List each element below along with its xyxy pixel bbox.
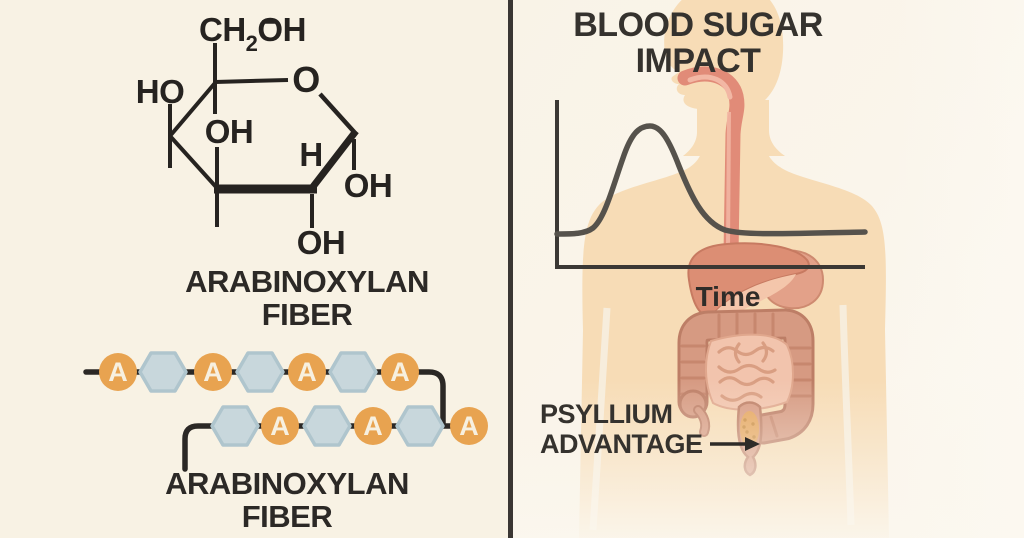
- arabinose-letters: A A A A A A A: [108, 357, 479, 441]
- bond-oxygen-right: [318, 92, 358, 136]
- hydroxyl-right-label: OH: [344, 167, 393, 204]
- arabinose-beads: [99, 353, 488, 445]
- esophagus-inner-line: [726, 111, 731, 249]
- xylose-bead: [302, 405, 352, 447]
- backbone-row2: [182, 423, 472, 472]
- bond-top-edge: [214, 78, 289, 84]
- hydroxyl-bottom-label: OH: [297, 224, 346, 261]
- glucose-curve: [554, 123, 868, 237]
- molecule-caption: ARABINOXYLAN FIBER: [149, 265, 465, 331]
- arabinose-letter: A: [363, 411, 383, 441]
- annotation-line2: ADVANTAGE: [540, 429, 703, 459]
- arabinose-letter: A: [390, 357, 410, 387]
- esophagus-highlight: [687, 74, 733, 100]
- arabinose-letter: A: [459, 411, 479, 441]
- blood-sugar-graph: [554, 100, 868, 269]
- arabinose-bead: [99, 353, 137, 391]
- head-silhouette: [664, 0, 784, 114]
- hydrogen-label: H: [299, 136, 322, 173]
- gallbladder-shading: [715, 274, 796, 316]
- ring-oxygen-label: O: [292, 59, 320, 100]
- bond-bottom-left: [168, 134, 219, 190]
- chain-backbone: [83, 369, 472, 472]
- bond-upper-left: [168, 81, 217, 138]
- arabinose-bead: [381, 353, 419, 391]
- arabinose-bead: [194, 353, 232, 391]
- xylose-bead: [328, 351, 378, 393]
- hydroxyl-left-label: HO: [136, 73, 185, 110]
- polymer-chain-diagram: A A A A A A A: [83, 351, 488, 472]
- title-line2: IMPACT: [635, 42, 761, 80]
- title-line1: BLOOD SUGAR: [573, 6, 823, 44]
- molecule-caption-line2: FIBER: [261, 297, 353, 332]
- arabinose-bead: [261, 407, 299, 445]
- backbone-row1: [83, 369, 446, 429]
- right-fade: [893, 0, 1024, 538]
- arabinose-bead: [354, 407, 392, 445]
- xylose-bead: [210, 405, 260, 447]
- right-panel: BLOOD SUGAR IMPACT Time PSYLLIUM ADVANTA…: [513, 0, 1024, 538]
- arabinose-bead: [450, 407, 488, 445]
- panel-divider: [508, 0, 513, 538]
- xylose-bead: [235, 351, 285, 393]
- xylose-beads: [138, 351, 445, 447]
- blood-sugar-title: BLOOD SUGAR IMPACT: [528, 7, 868, 79]
- arabinose-letter: A: [297, 357, 317, 387]
- left-panel: CH2OH O HO OH H OH OH ARABINOXYLAN FIBER: [0, 0, 508, 538]
- molecule-caption-line1: ARABINOXYLAN: [185, 264, 429, 299]
- bond-front-right-thick: [309, 128, 359, 191]
- xylose-bead: [138, 351, 188, 393]
- annotation-line1: PSYLLIUM: [540, 399, 673, 429]
- xylose-bead: [395, 405, 445, 447]
- formula-ch2oh: CH2OH: [199, 11, 306, 56]
- chain-caption: ARABINOXYLAN FIBER: [129, 467, 445, 533]
- time-axis-label: Time: [695, 281, 761, 312]
- arabinose-letter: A: [203, 357, 223, 387]
- psyllium-annotation: PSYLLIUM ADVANTAGE: [540, 399, 761, 459]
- sugar-ring-diagram: CH2OH O HO OH H OH OH: [136, 11, 393, 261]
- ring-bonds: [168, 20, 359, 228]
- arabinose-letter: A: [108, 357, 128, 387]
- arabinose-bead: [288, 353, 326, 391]
- graph-axes: [555, 100, 865, 269]
- hydroxyl-inner-label: OH: [205, 113, 254, 150]
- arrow-right-icon: [709, 437, 760, 451]
- chain-caption-line1: ARABINOXYLAN: [165, 466, 409, 501]
- arabinose-letter: A: [270, 411, 290, 441]
- body-illustration: [513, 0, 1024, 538]
- chain-caption-line2: FIBER: [241, 499, 333, 534]
